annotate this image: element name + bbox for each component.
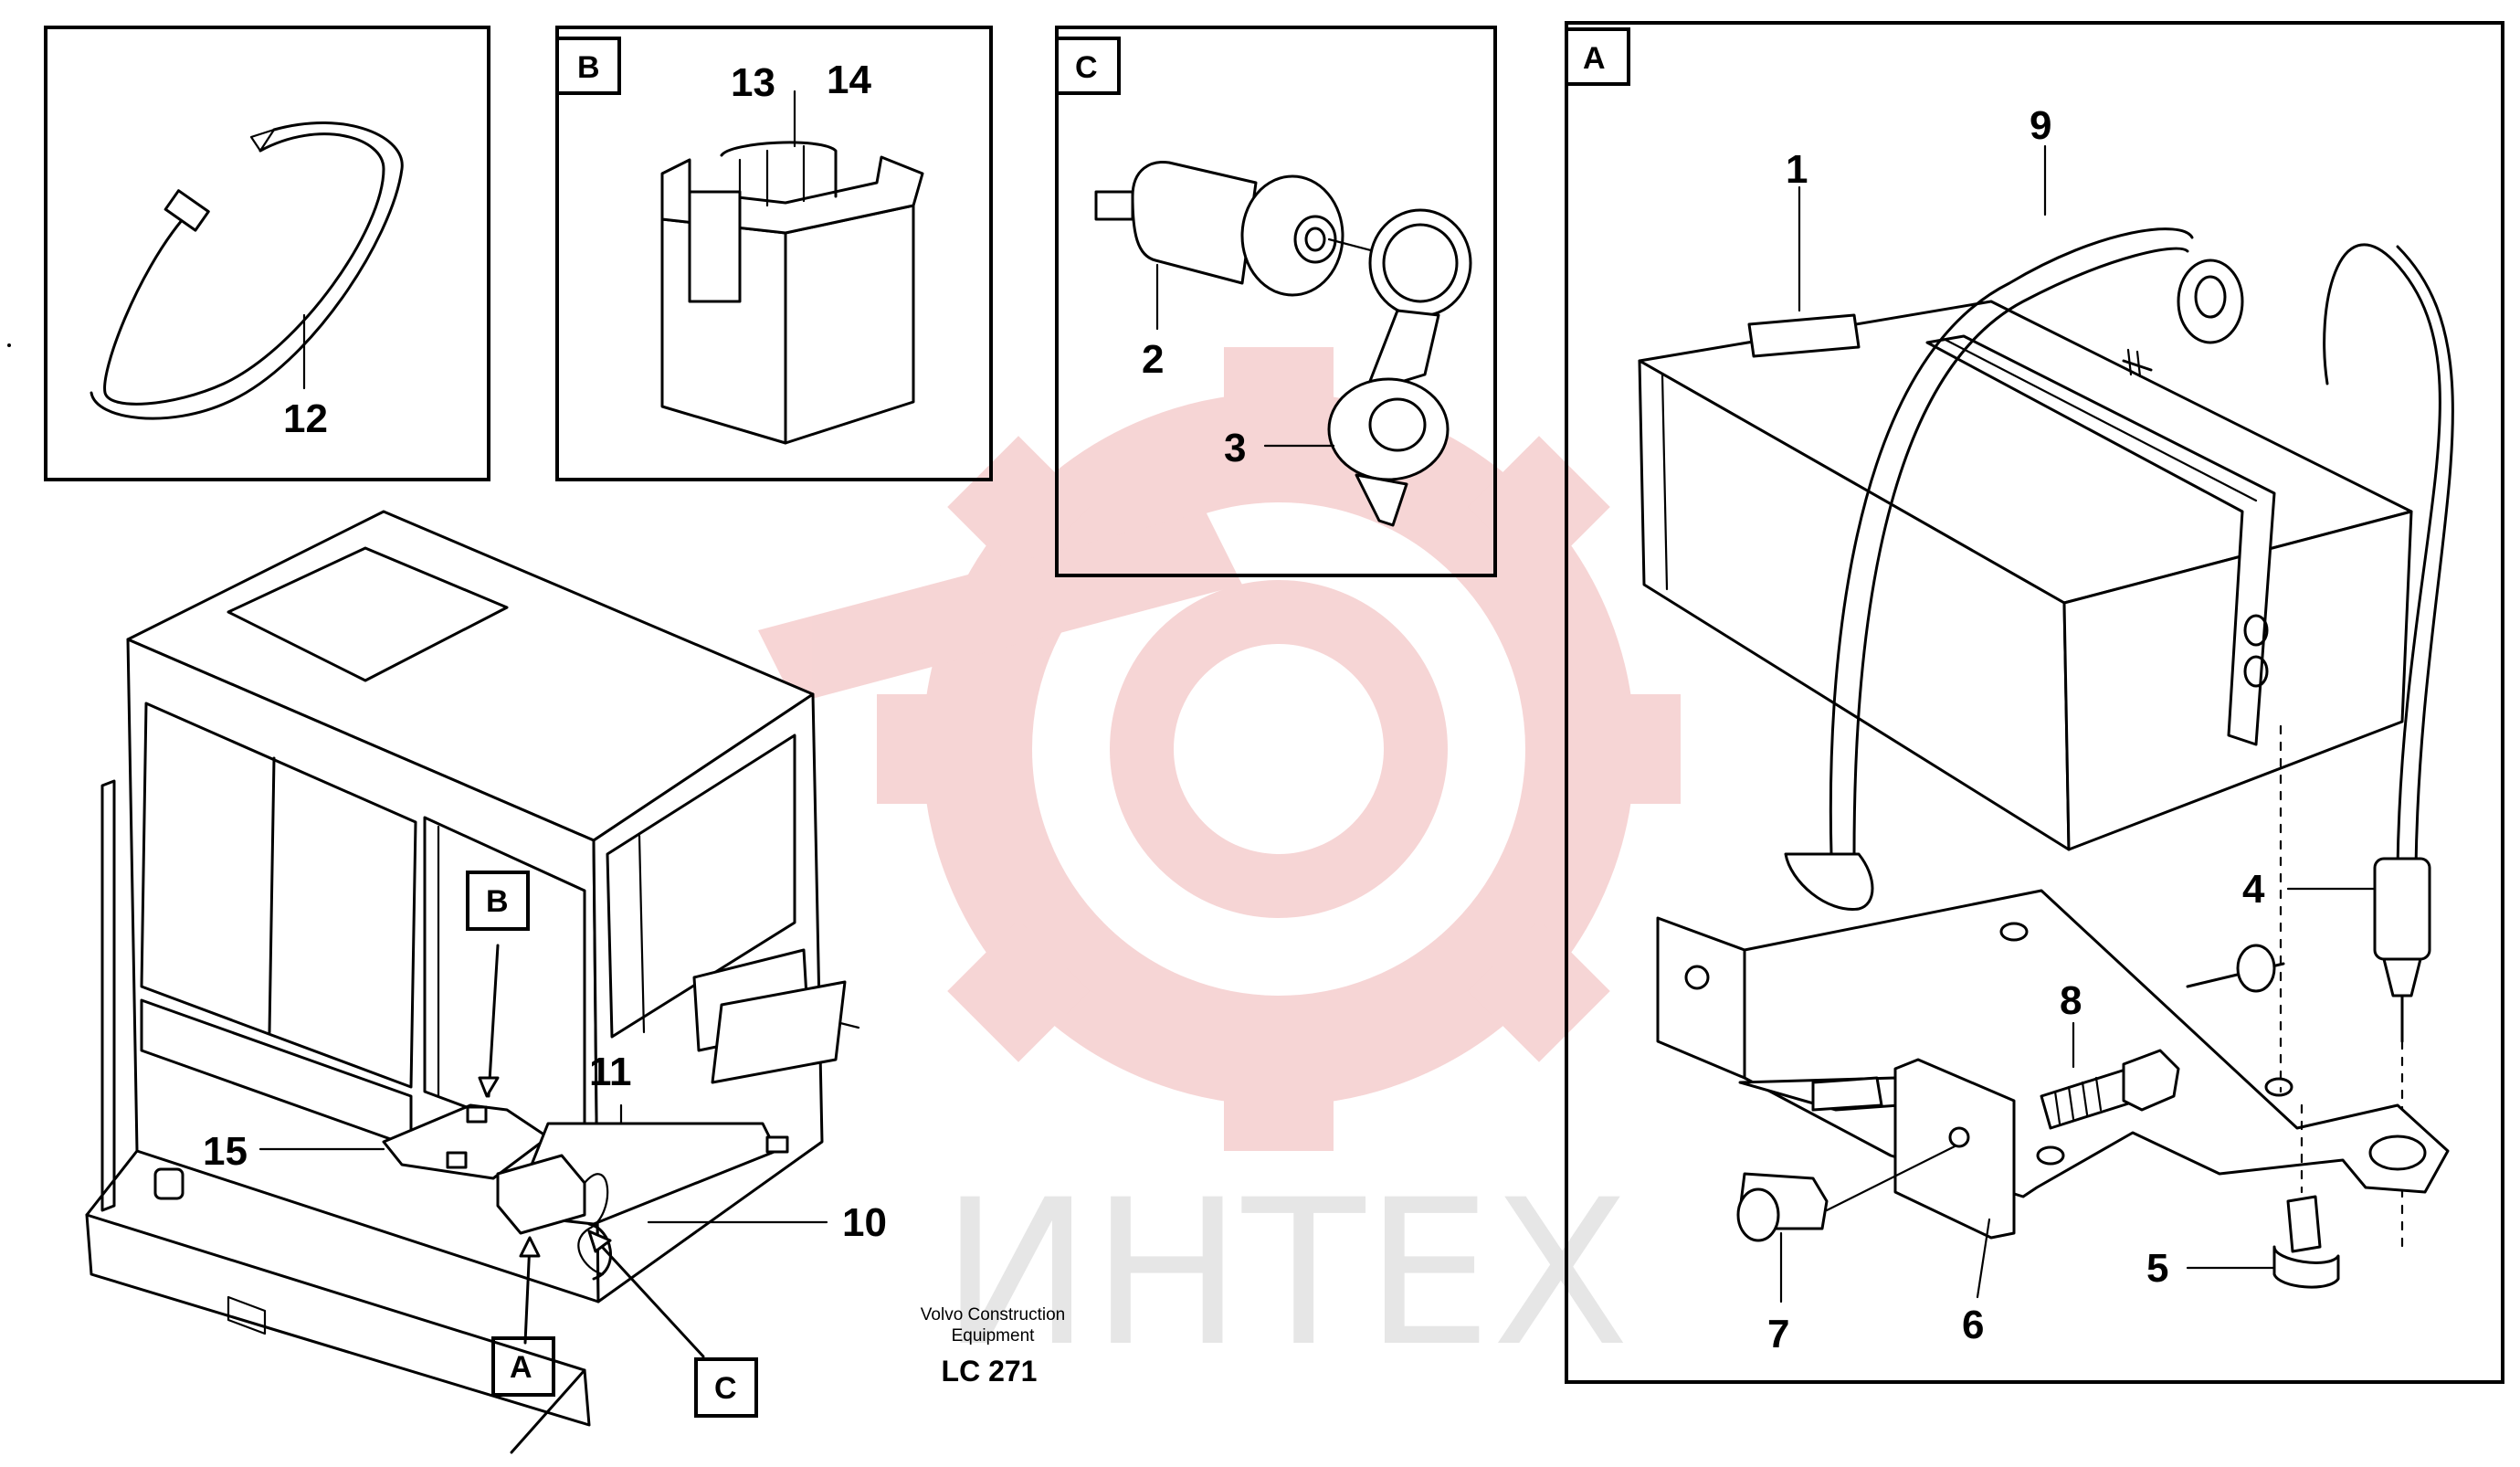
fuse-holder-drawing	[660, 90, 924, 445]
cab-tag-c: C	[714, 1371, 737, 1406]
part-number-9: 9	[2030, 103, 2051, 148]
socket-drawing	[1094, 160, 1472, 527]
watermark-gear-logo	[758, 347, 1681, 1151]
cab-tag-b: B	[486, 884, 509, 919]
cab-drawing	[85, 510, 860, 1454]
panel-detail-b	[555, 26, 993, 481]
watermark-text: ИНТЕХ	[941, 1156, 1629, 1390]
panel-detail-a	[1565, 21, 2504, 1384]
stray-dot	[7, 343, 11, 347]
part-number-4: 4	[2242, 867, 2265, 912]
part-number-8: 8	[2060, 978, 2082, 1023]
detail-a-tag-box	[1565, 27, 1630, 86]
cable-tie-drawing	[90, 121, 404, 420]
part-number-5: 5	[2146, 1246, 2168, 1291]
detail-c-tag: C	[1075, 50, 1098, 85]
part-number-6: 6	[1962, 1303, 1984, 1347]
part-number-7: 7	[1767, 1312, 1789, 1356]
part-number-3: 3	[1224, 426, 1246, 470]
cab-tag-a-box	[491, 1336, 555, 1397]
part-number-2: 2	[1142, 337, 1164, 382]
cab-tag-c-box	[694, 1357, 758, 1418]
part-number-15: 15	[203, 1129, 248, 1174]
caption-equipment: Equipment	[952, 1326, 1036, 1346]
cab-tag-a: A	[510, 1350, 532, 1385]
detail-a-tag: A	[1583, 41, 1606, 76]
panel-detail-c	[1055, 26, 1497, 577]
part-number-11: 11	[589, 1050, 632, 1094]
detail-b-tag-box	[555, 37, 621, 95]
detail-b-tag: B	[577, 50, 600, 85]
part-number-13: 13	[731, 60, 775, 105]
assembly-a-drawing	[1638, 144, 2454, 1303]
panel-cable-tie	[44, 26, 490, 481]
part-number-10: 10	[842, 1200, 887, 1245]
diagram-code: LC 271	[942, 1355, 1038, 1388]
detail-c-tag-box	[1055, 37, 1121, 95]
part-number-14: 14	[827, 58, 871, 102]
cab-tag-b-box	[466, 871, 530, 931]
part-number-1: 1	[1786, 147, 1808, 192]
part-number-12: 12	[283, 396, 328, 441]
caption-manufacturer: Volvo Construction	[921, 1305, 1065, 1325]
